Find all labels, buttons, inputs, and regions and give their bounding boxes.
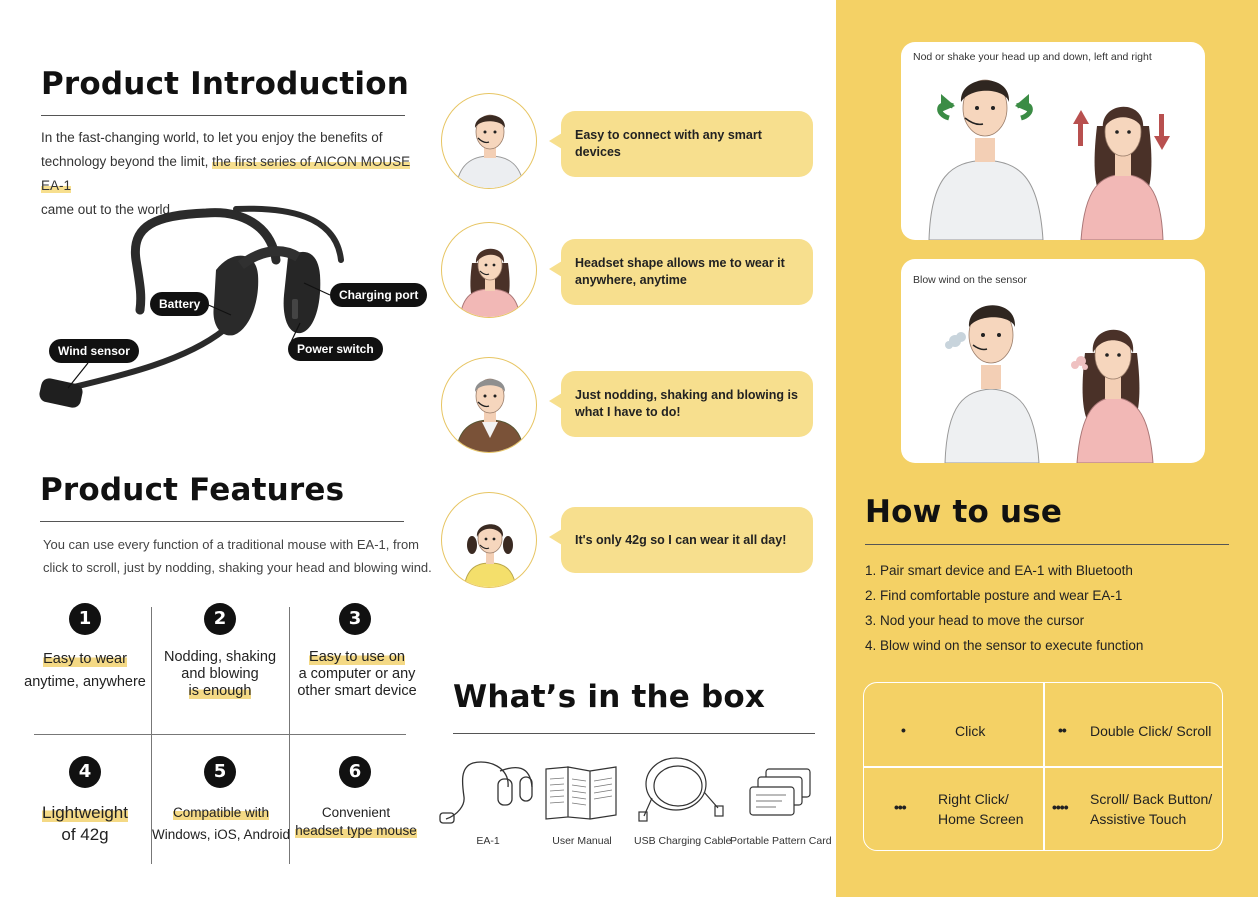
- feature-5: Compatible with Windows, iOS, Android: [151, 802, 291, 846]
- box-divider: [453, 733, 815, 734]
- gesture-dots-1: •: [901, 722, 906, 738]
- card-blow-caption: Blow wind on the sensor: [913, 274, 1027, 286]
- box-label-ea1: EA-1: [476, 835, 500, 847]
- headset-illustration: [39, 205, 344, 408]
- gesture-dots-4: ••••: [1052, 799, 1069, 815]
- feature-2-text-b: and blowing: [181, 666, 259, 682]
- callout-battery: Battery: [150, 292, 210, 316]
- how-step-1: 1. Pair smart device and EA-1 with Bluet…: [865, 563, 1133, 578]
- feature-3-text-c: other smart device: [297, 683, 417, 699]
- intro-paragraph: In the fast-changing world, to let you e…: [41, 126, 421, 222]
- feature-5-text: Windows, iOS, Android: [151, 827, 291, 842]
- blow-illustration: [944, 305, 1154, 463]
- callout-wind-sensor: Wind sensor: [49, 339, 139, 363]
- feature-1-text: anytime, anywhere: [24, 674, 146, 690]
- feature-6-highlight: headset type mouse: [295, 823, 417, 838]
- feature-number-6: 6: [339, 756, 371, 788]
- box-label-pattern-card: Portable Pattern Card: [730, 835, 832, 847]
- feature-number-4: 4: [69, 756, 101, 788]
- features-title: Product Features: [40, 472, 345, 508]
- avatar-girl: [441, 492, 537, 588]
- card-nod: Nod or shake your head up and down, left…: [901, 42, 1205, 240]
- avatar-woman: [441, 222, 537, 318]
- avatar-older-man-figure: [455, 378, 525, 452]
- how-title: How to use: [865, 494, 1063, 530]
- box-pattern-card-icon: [749, 768, 811, 816]
- gesture-label-scroll-back: Scroll/ Back Button/ Assistive Touch: [1090, 789, 1212, 829]
- card-blow: Blow wind on the sensor: [901, 259, 1205, 463]
- feature-number-3: 3: [339, 603, 371, 635]
- box-headset-icon: [439, 761, 533, 824]
- bubble-2: Headset shape allows me to wear it anywh…: [549, 239, 813, 305]
- box-cable-icon: [638, 757, 724, 822]
- gesture-table: [863, 682, 1223, 851]
- how-step-4: 4. Blow wind on the sensor to execute fu…: [865, 638, 1144, 653]
- box-label-manual: User Manual: [552, 835, 612, 847]
- avatar-girl-figure: [463, 524, 517, 587]
- grid-vline-1: [151, 607, 152, 864]
- features-line-1: You can use every function of a traditio…: [43, 537, 419, 552]
- feature-5-highlight: Compatible with: [172, 805, 270, 820]
- intro-line-3: came out to the world.: [41, 202, 174, 217]
- intro-line-2-text: technology beyond the limit,: [41, 154, 213, 169]
- feature-2: Nodding, shaking and blowing is enough: [152, 649, 288, 700]
- intro-title: Product Introduction: [41, 66, 410, 102]
- feature-3-text-b: a computer or any: [298, 666, 416, 682]
- callout-power-switch: Power switch: [288, 337, 383, 361]
- feature-3-highlight: Easy to use on: [309, 649, 405, 665]
- bubble-4: It's only 42g so I can wear it all day!: [549, 507, 813, 573]
- how-step-3: 3. Nod your head to move the cursor: [865, 613, 1085, 628]
- feature-2-highlight: is enough: [188, 683, 252, 699]
- features-paragraph: You can use every function of a traditio…: [43, 533, 432, 579]
- gesture-label-right-click-2: Home Screen: [938, 811, 1024, 827]
- intro-line-1: In the fast-changing world, to let you e…: [41, 130, 383, 145]
- feature-1-highlight: Easy to wear: [43, 651, 127, 667]
- box-manual-icon: [545, 766, 617, 820]
- how-step-2: 2. Find comfortable posture and wear EA-…: [865, 588, 1123, 603]
- bubble-3: Just nodding, shaking and blowing is wha…: [549, 371, 813, 437]
- avatar-woman-figure: [459, 248, 521, 317]
- intro-line-2: technology beyond the limit, the first s…: [41, 150, 421, 198]
- features-divider: [40, 521, 404, 522]
- feature-6-text: Convenient: [321, 805, 391, 820]
- bubble-1: Easy to connect with any smart devices: [549, 111, 813, 177]
- avatar-man: [441, 93, 537, 189]
- callout-charging-port: Charging port: [330, 283, 428, 307]
- feature-4: Lightweight of 42g: [17, 802, 153, 846]
- nod-illustration: [928, 79, 1170, 240]
- gesture-label-right-click-1: Right Click/: [938, 791, 1009, 807]
- feature-6: Convenient headset type mouse: [289, 804, 423, 840]
- gesture-table-hline: [864, 766, 1222, 768]
- gesture-label-right-click: Right Click/ Home Screen: [938, 789, 1024, 829]
- feature-3: Easy to use on a computer or any other s…: [289, 649, 425, 700]
- grid-hline: [34, 734, 406, 735]
- gesture-label-click: Click: [955, 723, 986, 739]
- feature-4-text: of 42g: [61, 825, 109, 844]
- feature-4-highlight: Lightweight: [41, 803, 128, 822]
- gesture-dots-3: •••: [894, 799, 907, 815]
- features-line-2: click to scroll, just by nodding, shakin…: [43, 560, 432, 575]
- feature-number-2: 2: [204, 603, 236, 635]
- grid-vline-2: [289, 607, 290, 864]
- gesture-label-double-click: Double Click/ Scroll: [1090, 723, 1212, 739]
- box-label-cable: USB Charging Cable: [634, 835, 732, 847]
- feature-number-1: 1: [69, 603, 101, 635]
- gesture-label-scroll-back-1: Scroll/ Back Button/: [1090, 791, 1213, 807]
- feature-number-5: 5: [204, 756, 236, 788]
- gesture-dots-2: ••: [1058, 722, 1067, 738]
- intro-divider: [41, 115, 405, 116]
- how-steps: 1. Pair smart device and EA-1 with Bluet…: [865, 558, 1225, 658]
- card-nod-caption: Nod or shake your head up and down, left…: [913, 51, 1152, 63]
- feature-2-text-a: Nodding, shaking: [163, 649, 277, 665]
- gesture-label-scroll-back-2: Assistive Touch: [1090, 811, 1187, 827]
- feature-1: Easy to wear anytime, anywhere: [17, 651, 153, 691]
- how-divider: [865, 544, 1229, 545]
- box-title: What’s in the box: [453, 679, 766, 715]
- avatar-man-figure: [455, 114, 525, 188]
- avatar-older-man: [441, 357, 537, 453]
